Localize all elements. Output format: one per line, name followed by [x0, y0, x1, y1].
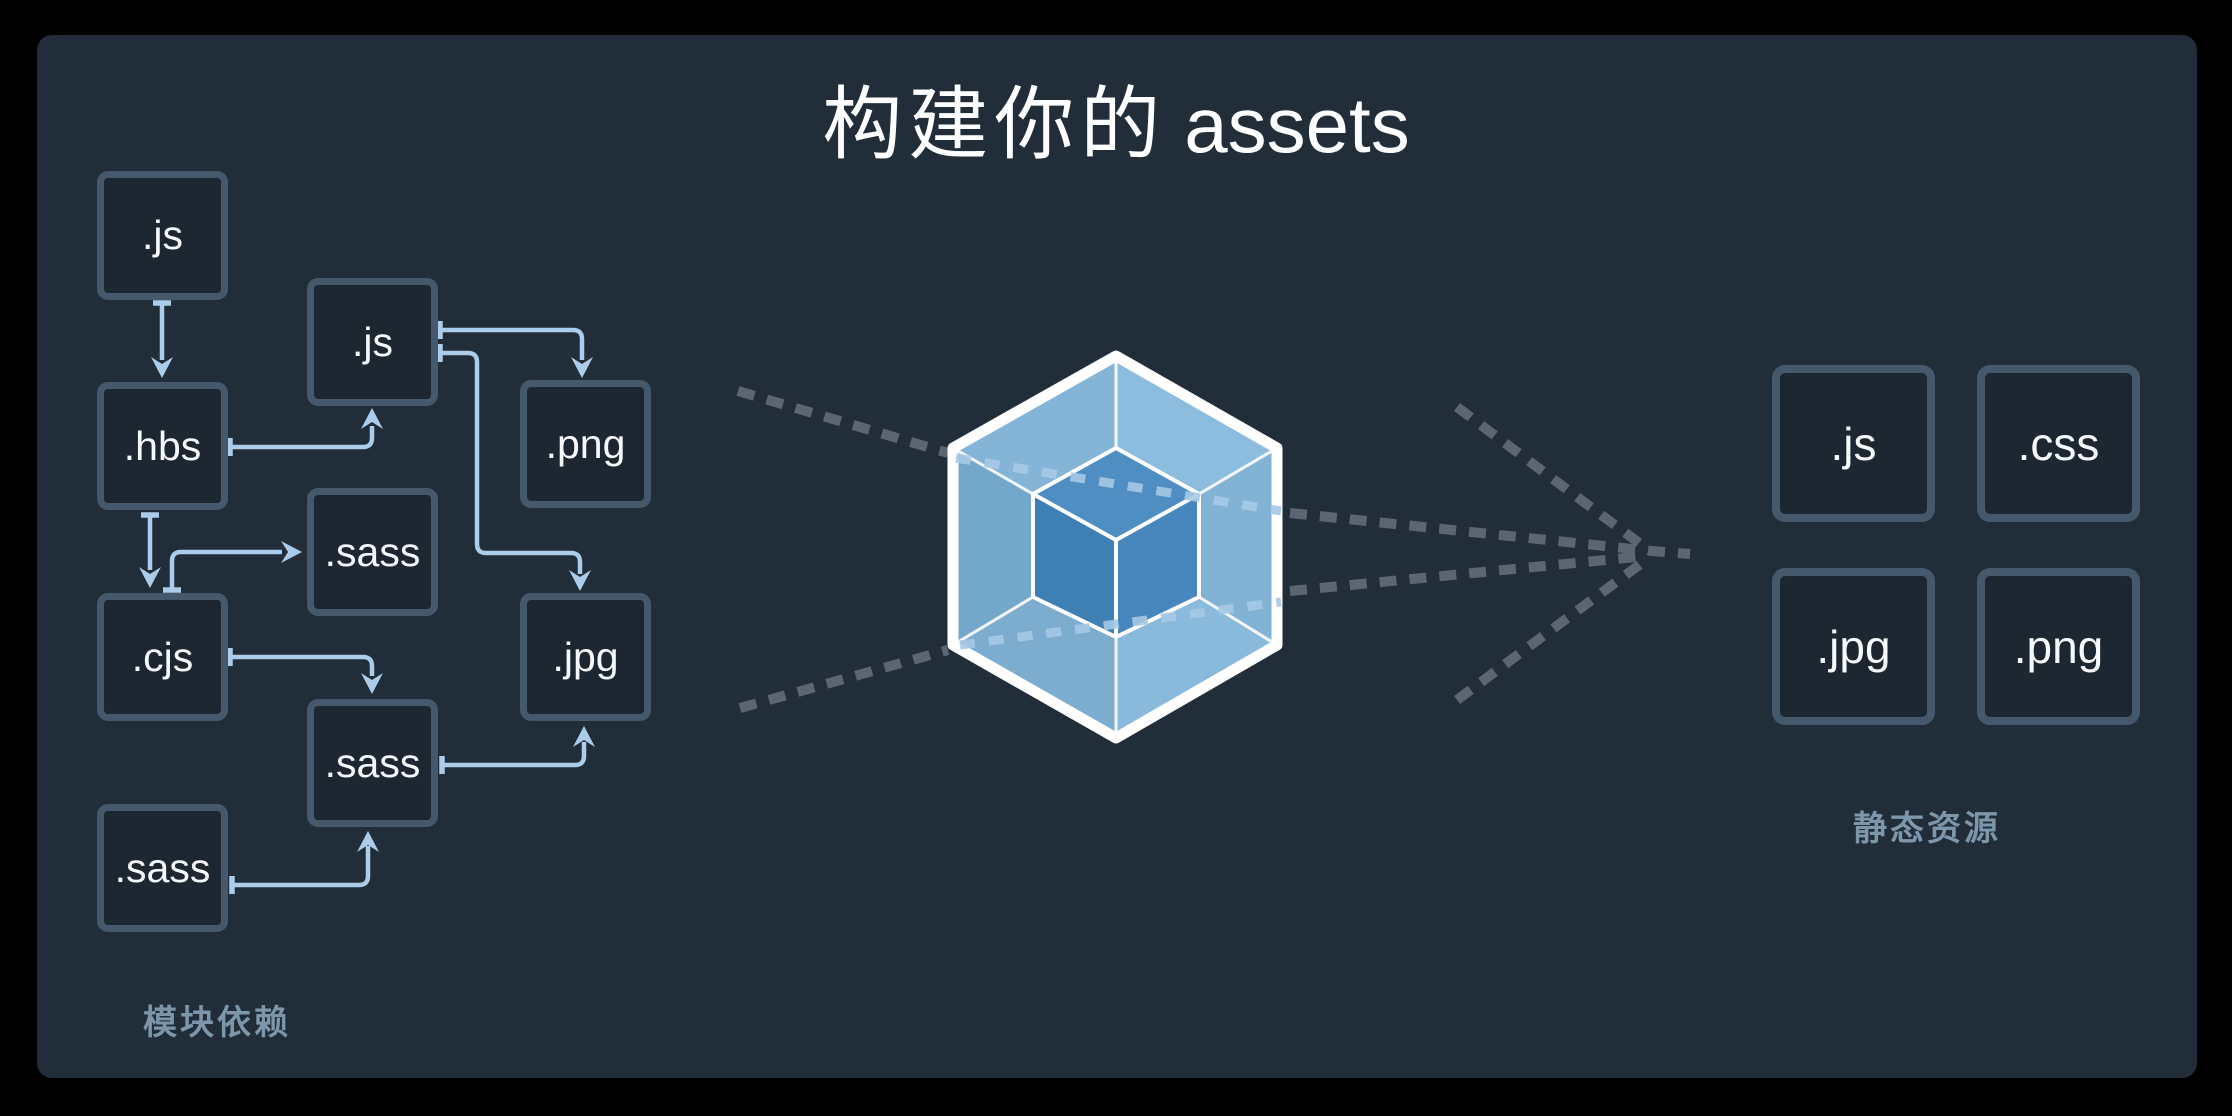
module-node-label: .sass	[114, 844, 211, 891]
module-node-label: .js	[142, 212, 183, 258]
asset-node-label: .js	[1830, 417, 1877, 470]
module-node-sass-mid: .sass	[307, 488, 438, 616]
module-node-label: .jpg	[552, 633, 619, 680]
module-node-label: .png	[545, 420, 626, 467]
input-flow-dashes	[736, 386, 950, 713]
asset-node-js: .js	[1772, 365, 1935, 522]
dependency-edges	[141, 300, 587, 894]
webpack-cube-icon	[947, 350, 1283, 744]
asset-node-png: .png	[1977, 568, 2140, 725]
module-node-js-top: .js	[97, 171, 228, 300]
slide-title-en: assets	[1184, 81, 1410, 169]
module-node-js-mid: .js	[307, 278, 438, 406]
asset-node-css: .css	[1977, 365, 2140, 522]
module-node-jpg: .jpg	[520, 593, 651, 721]
module-node-label: .sass	[324, 528, 421, 575]
module-node-hbs: .hbs	[97, 382, 228, 510]
left-graph-caption: 模块依赖	[143, 1004, 291, 1042]
module-node-cjs: .cjs	[97, 593, 228, 721]
module-node-label: .sass	[324, 739, 421, 786]
asset-node-label: .png	[2013, 620, 2104, 673]
module-node-label: .cjs	[131, 633, 194, 680]
module-node-sass-bottom-left: .sass	[97, 804, 228, 932]
output-grid-caption: 静态资源	[1853, 810, 2001, 848]
asset-node-jpg: .jpg	[1772, 568, 1935, 725]
slide-title-zh: 构建你的	[822, 80, 1167, 169]
through-cube-dashes	[955, 453, 1282, 650]
module-node-label: .js	[352, 318, 393, 365]
output-arrow-dashes	[1289, 403, 1691, 705]
asset-node-label: .jpg	[1816, 620, 1891, 673]
module-node-sass-bottom: .sass	[307, 699, 438, 827]
module-node-png: .png	[520, 380, 651, 508]
module-node-label: .hbs	[123, 422, 202, 469]
asset-node-label: .css	[2017, 417, 2100, 470]
